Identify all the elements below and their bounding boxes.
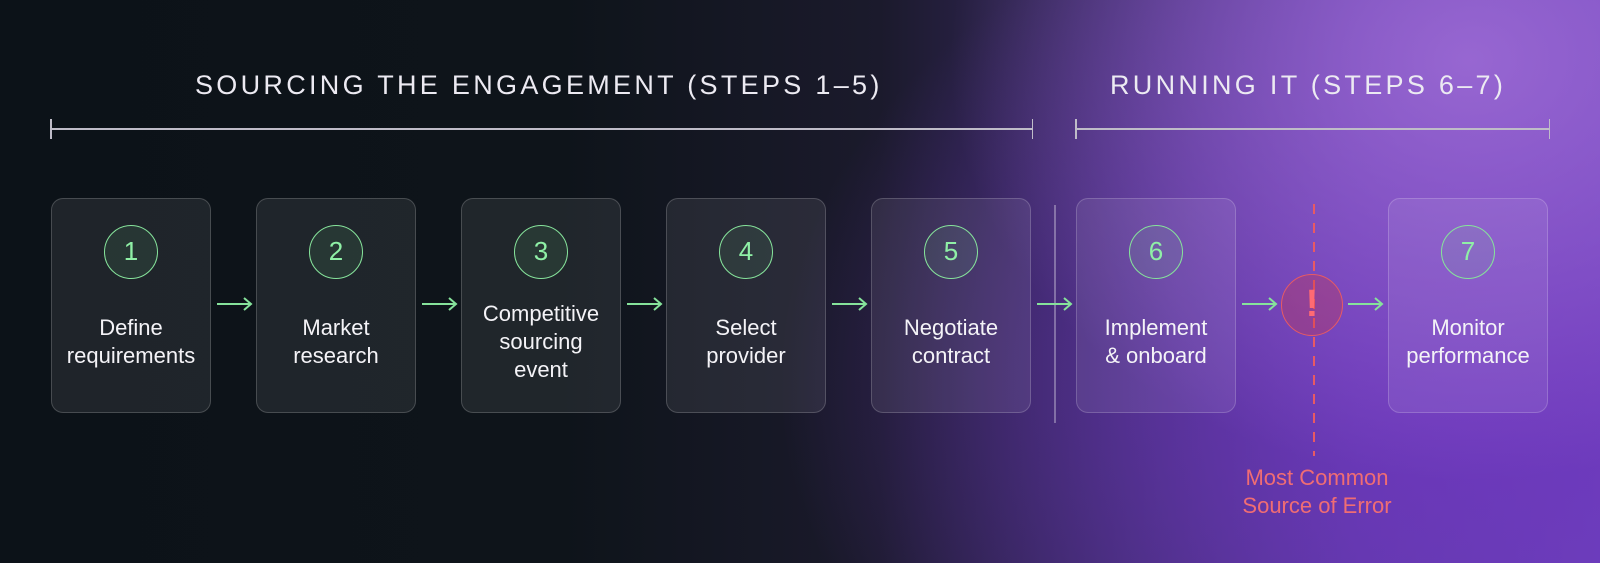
step-number-3: 3 [514,225,568,279]
arrow-right-icon [422,297,458,311]
arrow-right-icon [1242,297,1278,311]
arrow-right-icon [832,297,868,311]
step-number-4: 4 [719,225,773,279]
step-card-1: 1 Define requirements [51,198,211,413]
step-label-1: Define requirements [66,315,196,368]
arrow-right-icon [1348,297,1384,311]
step-number-5: 5 [924,225,978,279]
step-card-3: 3 Competitive sourcing event [461,198,621,413]
arrow-right-icon [1037,297,1073,311]
step-card-6: 6 Implement & onboard [1076,198,1236,413]
phase-title-running: RUNNING IT (STEPS 6–7) [1110,70,1507,100]
error-label: Most Common Source of Error [1242,465,1392,518]
step-card-2: 2 Market research [256,198,416,413]
step-label-2: Market research [293,315,379,368]
step-number-7: 7 [1441,225,1495,279]
step-label-6: Implement & onboard [1104,315,1208,368]
phase-bracket-running [1075,119,1550,139]
step-card-4: 4 Select provider [666,198,826,413]
arrow-right-icon [217,297,253,311]
error-alert-icon: ! [1281,274,1343,336]
step-number-2: 2 [309,225,363,279]
phase-divider [1054,205,1056,423]
step-label-4: Select provider [706,315,786,368]
step-number-6: 6 [1129,225,1183,279]
step-label-5: Negotiate contract [903,315,999,368]
step-label-3: Competitive sourcing event [482,301,600,382]
arrow-right-icon [627,297,663,311]
error-dashed-line [1313,204,1315,456]
step-number-1: 1 [104,225,158,279]
phase-bracket-sourcing [50,119,1033,139]
phase-title-sourcing: SOURCING THE ENGAGEMENT (STEPS 1–5) [195,70,883,100]
step-card-5: 5 Negotiate contract [871,198,1031,413]
step-card-7: 7 Monitor performance [1388,198,1548,413]
step-label-7: Monitor performance [1406,315,1530,368]
